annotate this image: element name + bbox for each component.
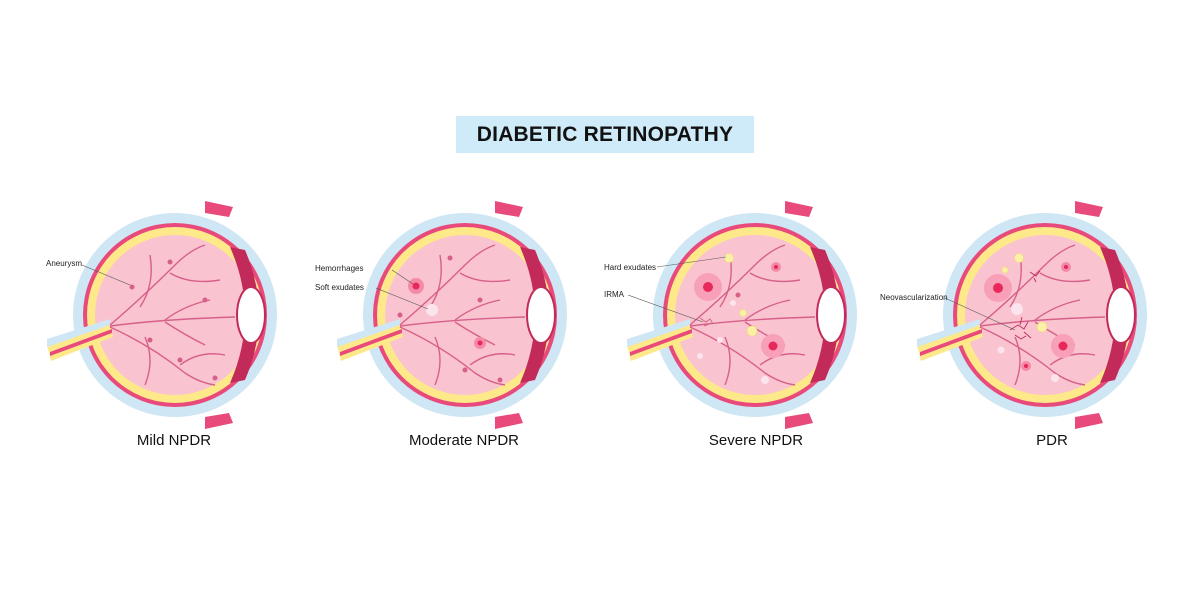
diagram-title: DIABETIC RETINOPATHY bbox=[476, 122, 734, 146]
annotation-soft-exudates: Soft exudates bbox=[315, 283, 364, 292]
stage-label-pdr: PDR bbox=[1036, 432, 1068, 449]
stage-label-severe-npdr: Severe NPDR bbox=[708, 432, 804, 449]
eye-moderate-npdr bbox=[337, 201, 567, 429]
stage-label-mild-npdr: Mild NPDR bbox=[136, 432, 212, 449]
title-banner: DIABETIC RETINOPATHY bbox=[456, 116, 754, 153]
eye-mild-npdr bbox=[47, 201, 277, 429]
annotation-irma: IRMA bbox=[604, 290, 625, 299]
eye-severe-npdr bbox=[627, 201, 857, 429]
eye-pdr bbox=[917, 201, 1147, 429]
annotation-aneurysm: Aneurysm bbox=[46, 259, 82, 268]
stage-label-moderate-npdr: Moderate NPDR bbox=[408, 432, 520, 449]
annotation-hard-exudates: Hard exudates bbox=[604, 263, 656, 272]
annotation-neovascularization: Neovascularization bbox=[880, 293, 948, 302]
annotation-hemorrhages: Hemorrhages bbox=[315, 264, 363, 273]
